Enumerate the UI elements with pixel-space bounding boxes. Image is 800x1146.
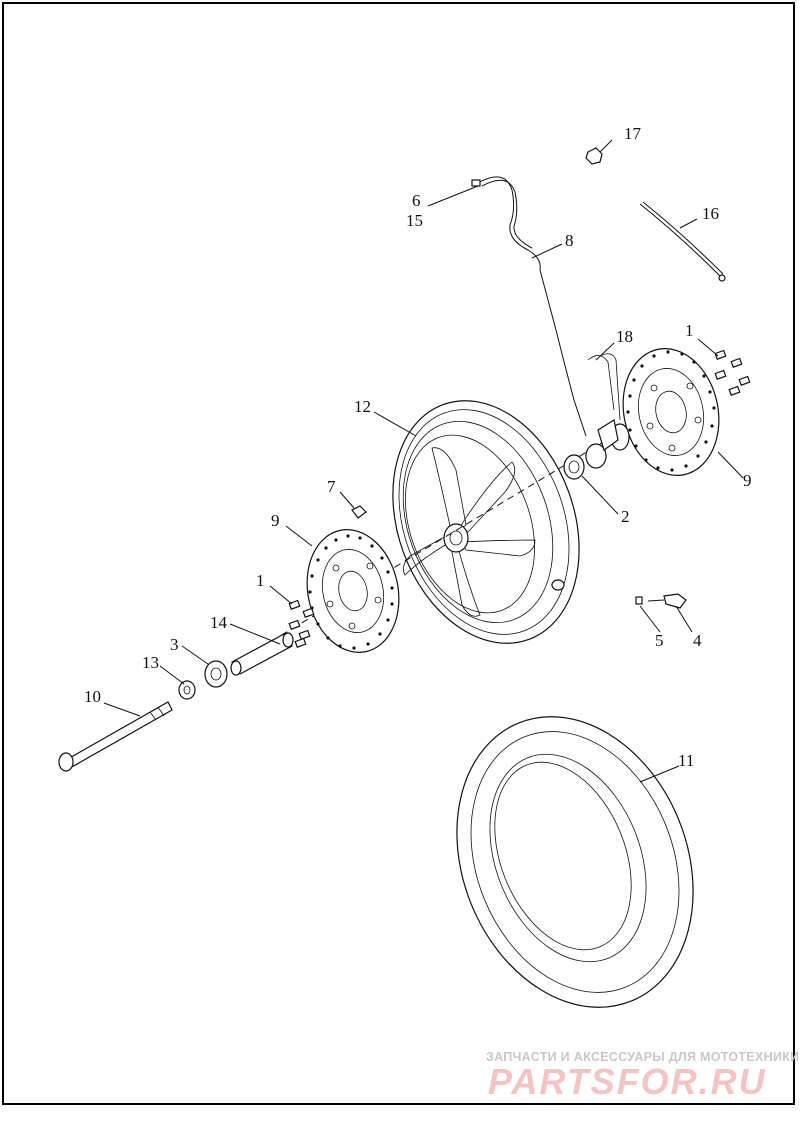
leader-lines bbox=[103, 139, 744, 783]
watermark-logo: PARTSFOR.RU bbox=[488, 1061, 767, 1102]
disc-bolts-right bbox=[714, 349, 751, 396]
valve-stem bbox=[635, 593, 687, 609]
callout-12: 12 bbox=[354, 397, 371, 416]
wheel bbox=[392, 400, 580, 644]
collar bbox=[178, 680, 196, 700]
tire bbox=[456, 716, 694, 1008]
callout-5: 5 bbox=[655, 631, 664, 650]
sensor-bracket bbox=[585, 353, 630, 469]
callout-labels: 1 1 2 3 4 5 6 15 7 8 9 9 10 11 12 13 14 … bbox=[84, 124, 752, 770]
brake-disc-left bbox=[306, 529, 400, 653]
callout-9-left: 9 bbox=[271, 511, 280, 530]
callout-14: 14 bbox=[210, 613, 228, 632]
callout-3: 3 bbox=[170, 635, 179, 654]
disc-bolts-left bbox=[288, 599, 315, 648]
callout-4: 4 bbox=[693, 631, 702, 650]
callout-2: 2 bbox=[621, 507, 630, 526]
nut bbox=[585, 147, 603, 165]
callout-16: 16 bbox=[702, 204, 719, 223]
axle bbox=[58, 701, 173, 772]
bearing-right bbox=[563, 454, 585, 480]
spacer bbox=[230, 632, 294, 676]
callout-13: 13 bbox=[142, 653, 159, 672]
diagram-frame bbox=[2, 2, 795, 1105]
watermark-tagline: ЗАПЧАСТИ И АКСЕССУАРЫ ДЛЯ МОТОТЕХНИКИ bbox=[486, 1050, 800, 1064]
callout-8: 8 bbox=[565, 231, 574, 250]
callout-10: 10 bbox=[84, 687, 101, 706]
callout-15: 15 bbox=[406, 211, 423, 230]
callout-1-right: 1 bbox=[685, 321, 694, 340]
cable-strap bbox=[639, 201, 726, 282]
sensor-wire bbox=[471, 176, 587, 437]
callout-18: 18 bbox=[616, 327, 633, 346]
bearing-left bbox=[204, 660, 228, 688]
callout-1-left: 1 bbox=[256, 571, 265, 590]
callout-17: 17 bbox=[624, 124, 642, 143]
callout-6: 6 bbox=[412, 191, 421, 210]
callout-11: 11 bbox=[678, 751, 694, 770]
callout-7: 7 bbox=[327, 477, 336, 496]
clip bbox=[351, 505, 367, 519]
callout-9-right: 9 bbox=[743, 471, 752, 490]
brake-disc-right bbox=[622, 348, 720, 476]
